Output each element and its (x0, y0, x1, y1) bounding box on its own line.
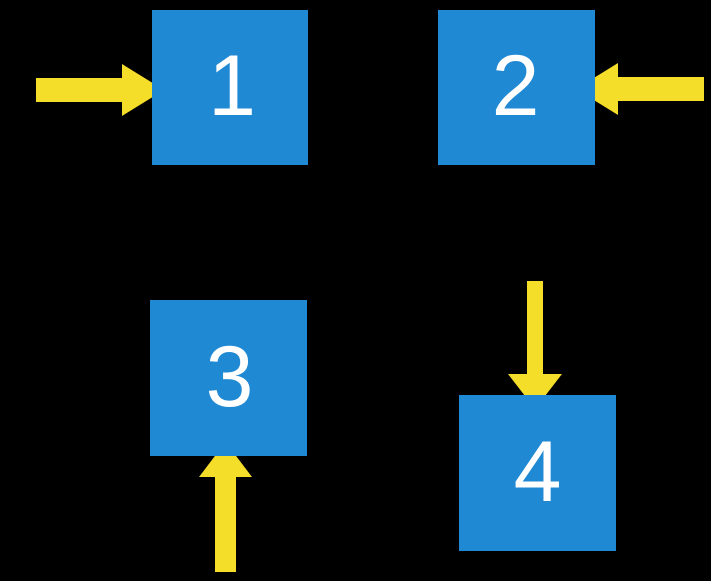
node-box-4[interactable]: 4 (459, 395, 616, 551)
node-label-4: 4 (513, 424, 562, 520)
arrow-down-into-node-4[interactable] (508, 281, 562, 409)
arrow-up-into-node-3[interactable] (199, 442, 252, 572)
node-label-1: 1 (208, 37, 256, 134)
node-box-2[interactable]: 2 (438, 10, 595, 165)
node-label-3: 3 (205, 329, 254, 425)
arrow-up-icon (199, 442, 252, 572)
node-box-3[interactable]: 3 (150, 300, 307, 456)
arrow-right-into-node-1[interactable] (36, 64, 164, 116)
node-label-2: 2 (491, 37, 540, 134)
arrow-left-into-node-2[interactable] (576, 63, 704, 115)
arrow-left-icon (576, 63, 704, 115)
arrow-right-icon (36, 64, 164, 116)
node-box-1[interactable]: 1 (152, 10, 308, 165)
arrow-down-icon (508, 281, 562, 409)
